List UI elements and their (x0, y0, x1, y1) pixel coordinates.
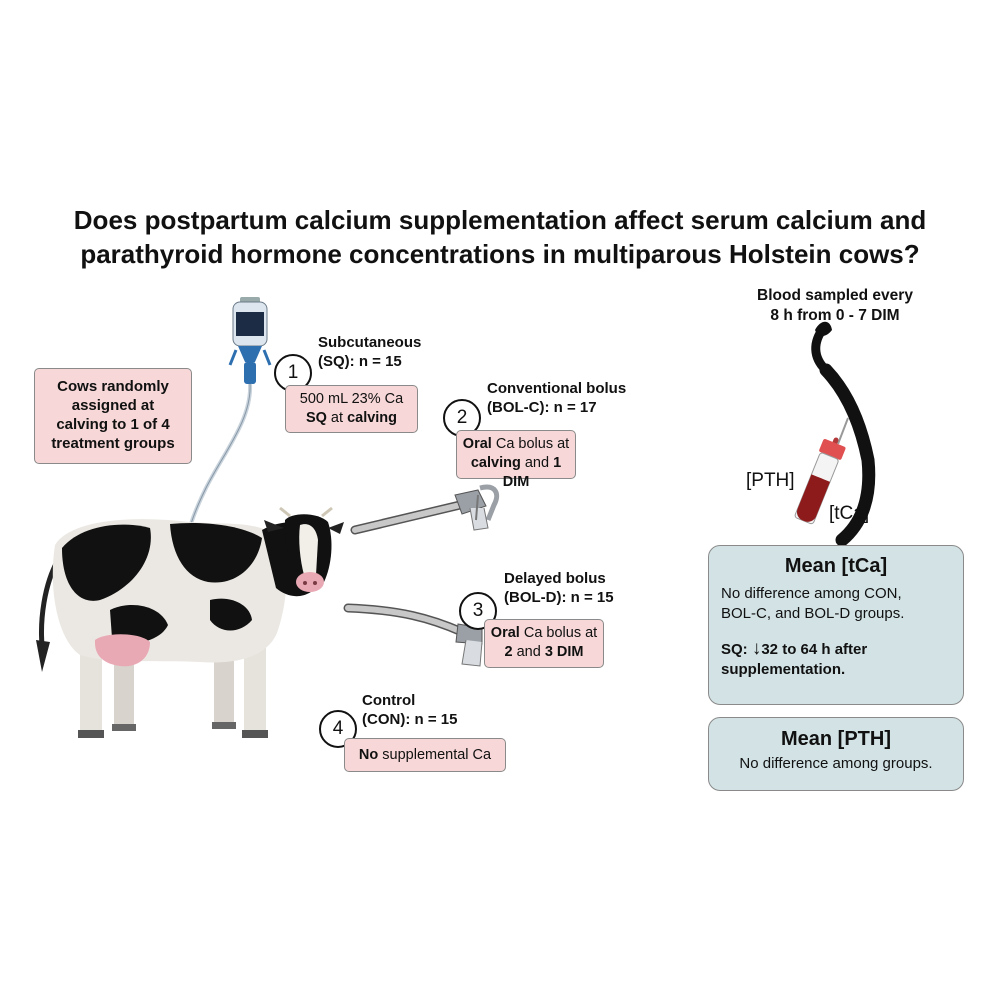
down-arrow-icon: ↓ (751, 638, 762, 659)
text: and (512, 644, 545, 660)
text: SQ: (721, 641, 752, 658)
assignment-box: Cows randomly assigned at calving to 1 o… (34, 368, 192, 464)
tca-result-heading: Mean [tCa] (784, 555, 888, 577)
title-line-1: Does postpartum calcium supplementation … (73, 205, 927, 235)
group-box-line: 500 mL 23% Ca (299, 391, 404, 407)
bold-text: 2 (504, 644, 513, 660)
pth-result-box: Mean [PTH] No difference among groups. (708, 717, 964, 791)
group-box-line: Oral Ca bolus at (457, 435, 575, 454)
bold-text: calving (470, 455, 521, 471)
text: Ca bolus at (491, 436, 570, 452)
result-line: BOL-C, and BOL-D groups. (721, 605, 905, 622)
pth-result-heading: Mean [PTH] (781, 728, 891, 750)
bold-text: 1 DIM (502, 455, 562, 490)
tca-result-text: No difference among CON, BOL-C, and BOL-… (721, 584, 951, 624)
group-2-label: Conventional bolus (BOL-C): n = 17 (487, 379, 626, 417)
group-box-line: calving and 1 DIM (457, 454, 575, 492)
group-label-line: Conventional bolus (487, 380, 627, 397)
group-1-box: 500 mL 23% Ca SQ at calving (285, 385, 418, 433)
tca-result-box: Mean [tCa] No difference among CON, BOL-… (708, 545, 964, 705)
assignment-line: Cows randomly (57, 378, 169, 395)
bold-text: No (358, 747, 379, 763)
tca-sq-finding: SQ: ↓32 to 64 h after supplementation. (721, 639, 951, 680)
result-line: No difference among CON, (721, 585, 902, 602)
cow-illustration (36, 506, 344, 738)
title-line-2: parathyroid hormone concentrations in mu… (80, 239, 920, 269)
sampling-text: Blood sampled every 8 h from 0 - 7 DIM (735, 286, 935, 326)
group-label-line: Control (362, 692, 416, 709)
group-4-label: Control (CON): n = 15 (362, 691, 457, 729)
group-label-line: Delayed bolus (504, 570, 606, 587)
tca-label: [tCa] (829, 503, 870, 524)
group-label-line: (CON): n = 15 (362, 711, 458, 728)
group-3-box: Oral Ca bolus at 2 and 3 DIM (484, 619, 604, 668)
text: 32 to 64 h after (761, 641, 868, 658)
sampling-line: Blood sampled every (757, 287, 913, 304)
text: Ca bolus at (519, 625, 598, 641)
assignment-line: treatment groups (51, 435, 175, 452)
result-line: supplementation. (721, 661, 846, 678)
cow-tail-icon (811, 321, 876, 547)
bold-text: 3 DIM (544, 644, 584, 660)
group-box-line: 2 and 3 DIM (485, 643, 603, 662)
blood-tube-icon (794, 439, 846, 525)
sampling-line: 8 h from 0 - 7 DIM (770, 307, 900, 324)
group-3-label: Delayed bolus (BOL-D): n = 15 (504, 569, 614, 607)
bolus-gun-icon (350, 484, 500, 535)
group-4-box: No supplemental Ca (344, 738, 506, 772)
assignment-line: calving to 1 of 4 (56, 416, 170, 433)
group-box-line: Oral Ca bolus at (485, 624, 603, 643)
group-box-line: SQ at calving (286, 409, 417, 428)
text: supplemental Ca (378, 747, 492, 763)
bold-text: Oral (462, 436, 492, 452)
group-label-line: (BOL-D): n = 15 (504, 589, 614, 606)
pth-label: [PTH] (746, 470, 795, 491)
group-2-box: Oral Ca bolus at calving and 1 DIM (456, 430, 576, 490)
result-line: No difference among groups. (739, 755, 933, 772)
bold-text: SQ (305, 410, 327, 426)
bold-text: Oral (490, 625, 520, 641)
text: and (520, 455, 554, 471)
group-box-line: No supplemental Ca (345, 746, 505, 765)
bold-text: calving (347, 410, 398, 426)
group-label-line: Subcutaneous (318, 334, 422, 351)
group-label-line: (BOL-C): n = 17 (487, 399, 597, 416)
group-1-label: Subcutaneous (SQ): n = 15 (318, 333, 421, 371)
text: at (326, 410, 348, 426)
assignment-line: assigned at (71, 397, 155, 414)
group-label-line: (SQ): n = 15 (318, 353, 402, 370)
group-3-number: 3 (459, 592, 497, 630)
result-line: SQ: ↓32 to 64 h after (721, 639, 951, 660)
page-title: Does postpartum calcium supplementation … (0, 203, 1000, 271)
